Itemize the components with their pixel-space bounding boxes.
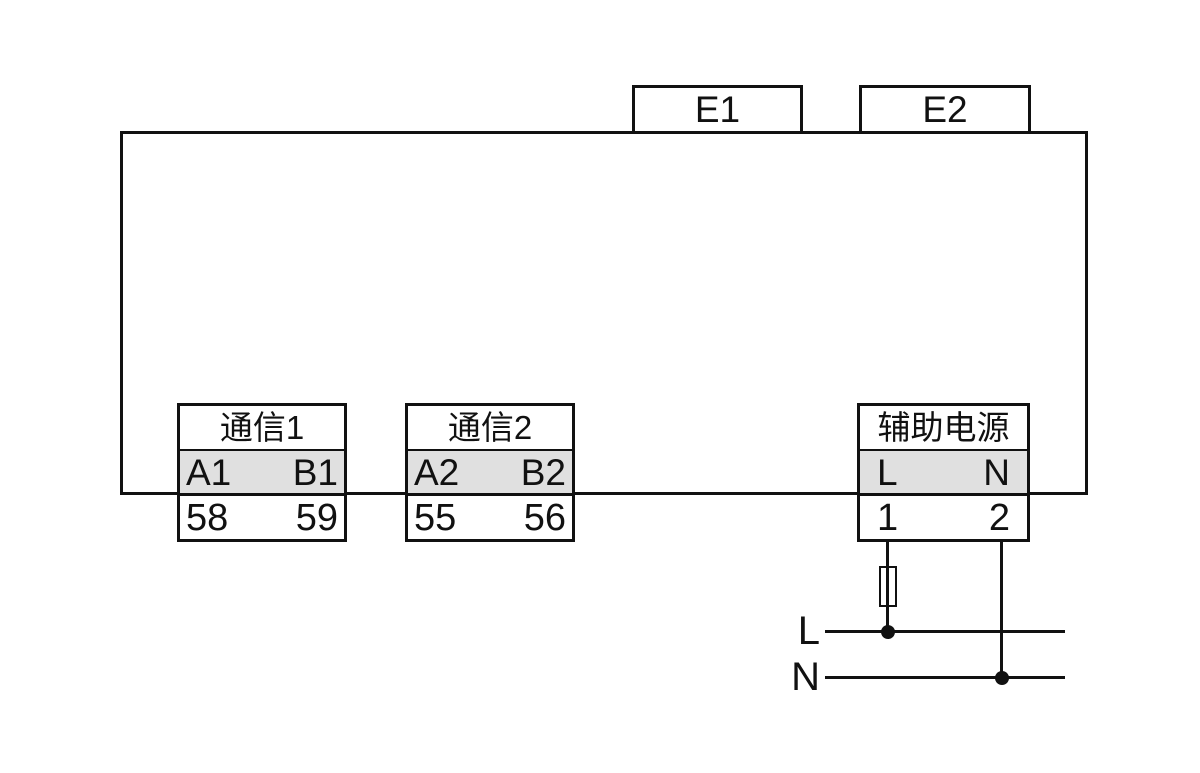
terminal-number: 58	[186, 496, 229, 539]
terminal-label: B2	[520, 451, 566, 493]
terminal-row: A2 B2	[408, 451, 572, 496]
junction-dot-n	[995, 671, 1009, 685]
terminal-block-aux-power: 辅助电源 L N 1 2	[857, 403, 1030, 542]
terminal-label: A1	[186, 451, 232, 493]
terminal-block-comm2: 通信2 A2 B2 55 56	[405, 403, 575, 542]
terminal-label: B1	[292, 451, 338, 493]
terminal-label: L	[877, 451, 898, 493]
terminal-number: 1	[877, 496, 899, 539]
terminal-number-row: 1 2	[860, 496, 1027, 539]
port-e1: E1	[632, 85, 803, 134]
terminal-number: 55	[414, 496, 457, 539]
terminal-label: A2	[414, 451, 460, 493]
port-e2-label: E2	[922, 89, 968, 130]
terminal-number: 59	[295, 496, 338, 539]
wire-terminal-1-to-line	[886, 540, 889, 632]
fuse-icon	[879, 566, 897, 607]
terminal-number: 56	[523, 496, 566, 539]
terminal-number-row: 58 59	[180, 496, 344, 539]
supply-line-l	[825, 630, 1065, 633]
port-e1-label: E1	[694, 89, 741, 130]
terminal-label: N	[983, 451, 1010, 493]
wire-terminal-2-to-neutral	[1000, 540, 1003, 678]
junction-dot-l	[881, 625, 895, 639]
terminal-row: A1 B1	[180, 451, 344, 496]
supply-label-n: N	[791, 655, 820, 699]
terminal-block-title: 通信1	[180, 406, 344, 451]
terminal-number: 2	[988, 496, 1010, 539]
terminal-row: L N	[860, 451, 1027, 496]
supply-line-n	[825, 676, 1065, 679]
supply-label-l: L	[797, 609, 820, 653]
terminal-block-title: 通信2	[408, 406, 572, 451]
terminal-block-title: 辅助电源	[860, 406, 1027, 451]
terminal-number-row: 55 56	[408, 496, 572, 539]
port-e2: E2	[859, 85, 1031, 134]
terminal-block-comm1: 通信1 A1 B1 58 59	[177, 403, 347, 542]
